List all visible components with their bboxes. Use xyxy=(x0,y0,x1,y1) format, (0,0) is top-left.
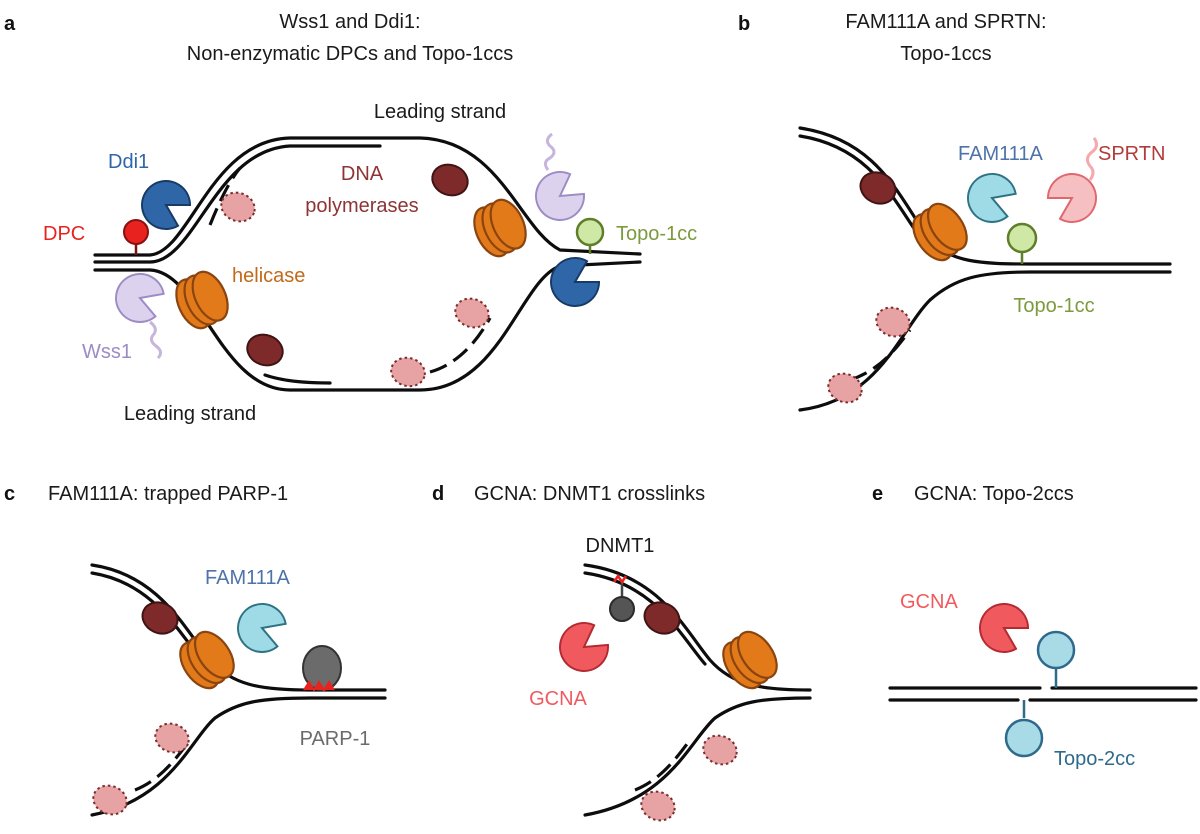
helicase-b-icon xyxy=(904,195,976,269)
topo1cc-protein xyxy=(575,217,605,247)
panel-d-title: GCNA: DNMT1 crosslinks xyxy=(474,483,705,505)
dpc-protein xyxy=(123,219,149,245)
helicase-right-icon xyxy=(466,193,534,263)
label-topo1cc-a: Topo-1cc xyxy=(616,223,697,245)
label-leading-strand-top: Leading strand xyxy=(374,101,506,123)
wss1-topo-pacman-icon xyxy=(525,163,592,231)
polymerase-top-icon xyxy=(426,158,474,202)
panel-c-letter: c xyxy=(4,483,15,505)
panel-c-title: FAM111A: trapped PARP-1 xyxy=(48,483,288,505)
panel-b-title-line2: Topo-1ccs xyxy=(900,43,991,65)
panel-b-title-line1: FAM111A and SPRTN: xyxy=(845,11,1046,33)
label-leading-strand-bottom: Leading strand xyxy=(124,403,256,425)
label-dnmt1: DNMT1 xyxy=(586,535,655,557)
dnmt1-protein xyxy=(609,596,635,622)
label-topo1cc-b: Topo-1cc xyxy=(1013,295,1094,317)
sprtn-tail xyxy=(1085,137,1099,181)
panel-e: e GCNA: Topo-2ccs Topo-2cc GCNA xyxy=(872,483,1198,770)
label-topo2cc: Topo-2cc xyxy=(1054,748,1135,770)
panel-b: b FAM111A and SPRTN: Topo-1ccs FAM111A S… xyxy=(738,11,1172,412)
panel-b-letter: b xyxy=(738,13,750,35)
okazaki-b-top-icon xyxy=(871,302,915,342)
gcna-d-pacman-icon xyxy=(549,614,616,682)
polymerase-bottom-icon xyxy=(241,328,289,372)
wss1-topo-tail xyxy=(543,132,556,171)
label-wss1: Wss1 xyxy=(82,341,132,363)
panel-a: a Wss1 and Ddi1: Non-enzymatic DPCs and … xyxy=(4,11,697,425)
okazaki-polymerase-mid-icon xyxy=(450,293,494,333)
panel-e-title: GCNA: Topo-2ccs xyxy=(914,483,1074,505)
label-ddi1: Ddi1 xyxy=(108,151,149,173)
okazaki-polymerase-bottom-icon xyxy=(386,353,430,391)
parp1-crosslink-marks xyxy=(303,680,335,692)
dnmt1-crosslink-mark xyxy=(612,573,628,585)
dna-d-bottom-outer xyxy=(583,696,812,817)
dna-d-top-outer xyxy=(583,563,812,692)
panel-d-letter: d xyxy=(432,483,444,505)
panel-a-letter: a xyxy=(4,13,16,35)
panel-c: c FAM111A: trapped PARP-1 FAM111A PARP-1 xyxy=(4,483,387,820)
fam111a-b-pacman-icon xyxy=(960,166,1021,229)
panel-d: d GCNA: DNMT1 crosslinks DNMT1 GCNA xyxy=(432,483,812,826)
panel-a-title-line1: Wss1 and Ddi1: xyxy=(279,11,420,33)
label-dpc: DPC xyxy=(43,223,85,245)
topo1cc-b-protein xyxy=(1006,222,1038,254)
label-helicase: helicase xyxy=(232,265,305,287)
label-parp1: PARP-1 xyxy=(300,728,371,750)
panel-a-title-line2: Non-enzymatic DPCs and Topo-1ccs xyxy=(187,43,513,65)
topo2cc-top-protein xyxy=(1036,630,1076,670)
polymerase-d-icon xyxy=(638,595,686,641)
gcna-e-pacman-icon xyxy=(970,594,1036,661)
dna-template-top-outer xyxy=(93,136,642,257)
dna-lagging-top-primer xyxy=(208,166,242,226)
label-fam111a-c: FAM111A xyxy=(205,567,291,589)
helicase-left-icon xyxy=(168,265,236,335)
wss1-pacman-icon xyxy=(108,266,169,329)
label-gcna-e: GCNA xyxy=(900,591,958,613)
sprtn-pacman-icon xyxy=(1040,164,1106,231)
label-fam111a-b: FAM111A xyxy=(958,143,1044,165)
okazaki-d-top-icon xyxy=(698,730,742,770)
helicase-d-icon xyxy=(714,623,786,697)
polymerase-c-icon xyxy=(136,595,184,641)
dna-template-top-inner xyxy=(93,144,382,264)
label-sprtn: SPRTN xyxy=(1098,143,1165,165)
ddi1-topo-pacman-icon xyxy=(541,249,607,316)
polymerase-b-icon xyxy=(854,165,902,211)
label-gcna-d: GCNA xyxy=(529,688,587,710)
dna-d-lagging-primer xyxy=(634,739,692,792)
dna-leading-bottom xyxy=(263,373,332,385)
topo2cc-bottom-protein xyxy=(1004,718,1044,758)
label-dna-polymerases-line2: polymerases xyxy=(305,195,418,217)
dna-lagging-bottom-primer xyxy=(429,317,492,374)
dna-c-bottom-outer xyxy=(90,696,387,817)
wss1-tail xyxy=(149,320,163,360)
fam111a-c-pacman-icon xyxy=(230,596,291,659)
dna-b-lagging-primer xyxy=(849,329,912,382)
panel-e-letter: e xyxy=(872,483,883,505)
label-dna-polymerases-line1: DNA xyxy=(341,163,384,185)
